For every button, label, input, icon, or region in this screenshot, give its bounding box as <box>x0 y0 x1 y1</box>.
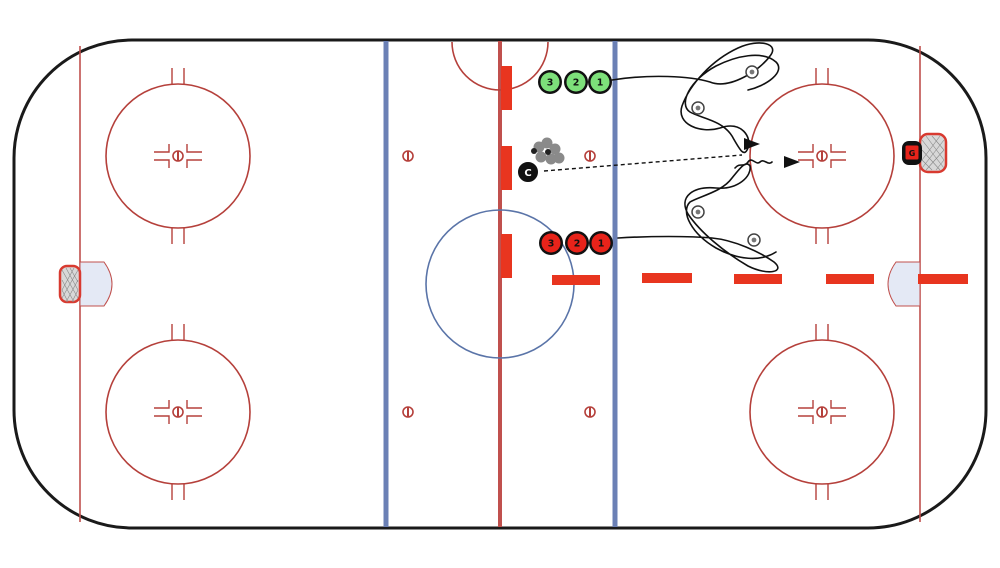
barrier-horizontal <box>918 274 968 284</box>
green-players: 3 2 1 <box>538 70 612 94</box>
red-player-1: 1 <box>589 231 613 255</box>
faceoff-dot <box>402 406 414 418</box>
goalie-marker: G <box>902 141 922 165</box>
faceoff-circle <box>749 324 895 500</box>
green-player-label: 1 <box>597 78 604 89</box>
faceoff-dot <box>584 150 596 162</box>
arrow-icon <box>744 138 760 150</box>
barrier-vertical-bot <box>501 234 512 278</box>
coach-label: C <box>524 168 531 179</box>
faceoff-dot <box>402 150 414 162</box>
skate-path-weave <box>734 159 773 169</box>
arrow-icon <box>784 156 800 168</box>
red-players: 3 2 1 <box>539 231 613 255</box>
cone-icon <box>745 65 759 79</box>
faceoff-circle <box>749 68 895 244</box>
faceoff-circle <box>105 324 251 500</box>
green-player-label: 2 <box>573 78 580 89</box>
red-player-label: 1 <box>598 239 605 250</box>
green-player-label: 3 <box>547 78 554 89</box>
pass-line <box>543 154 743 172</box>
skating-paths <box>611 42 780 273</box>
green-player-2: 2 <box>564 70 588 94</box>
barrier-horizontal <box>734 274 782 284</box>
goalie-label: G <box>909 149 916 158</box>
green-player-3: 3 <box>538 70 562 94</box>
skate-path-bottom <box>617 163 779 273</box>
cone-icon <box>747 233 761 247</box>
red-player-label: 3 <box>548 239 555 250</box>
coach-marker: C <box>516 160 540 184</box>
barrier-horizontal <box>552 275 600 285</box>
barrier-horizontal <box>642 273 692 283</box>
red-player-label: 2 <box>574 239 581 250</box>
green-player-1: 1 <box>588 70 612 94</box>
barrier-horizontal <box>826 274 874 284</box>
cone-icon <box>691 101 705 115</box>
puck-icon <box>531 137 565 165</box>
net-icon <box>58 264 82 304</box>
crease-left <box>79 261 113 307</box>
skate-path-top <box>611 42 780 154</box>
cone-icon <box>691 205 705 219</box>
red-player-3: 3 <box>539 231 563 255</box>
red-player-2: 2 <box>565 231 589 255</box>
faceoff-dot <box>584 406 596 418</box>
crease-right <box>887 261 921 307</box>
barrier-vertical-top <box>501 66 512 110</box>
net-icon <box>918 132 948 174</box>
barrier-vertical-mid <box>501 146 512 190</box>
faceoff-circle <box>105 68 251 244</box>
center-ice-circle <box>451 41 549 91</box>
barriers <box>501 66 968 285</box>
